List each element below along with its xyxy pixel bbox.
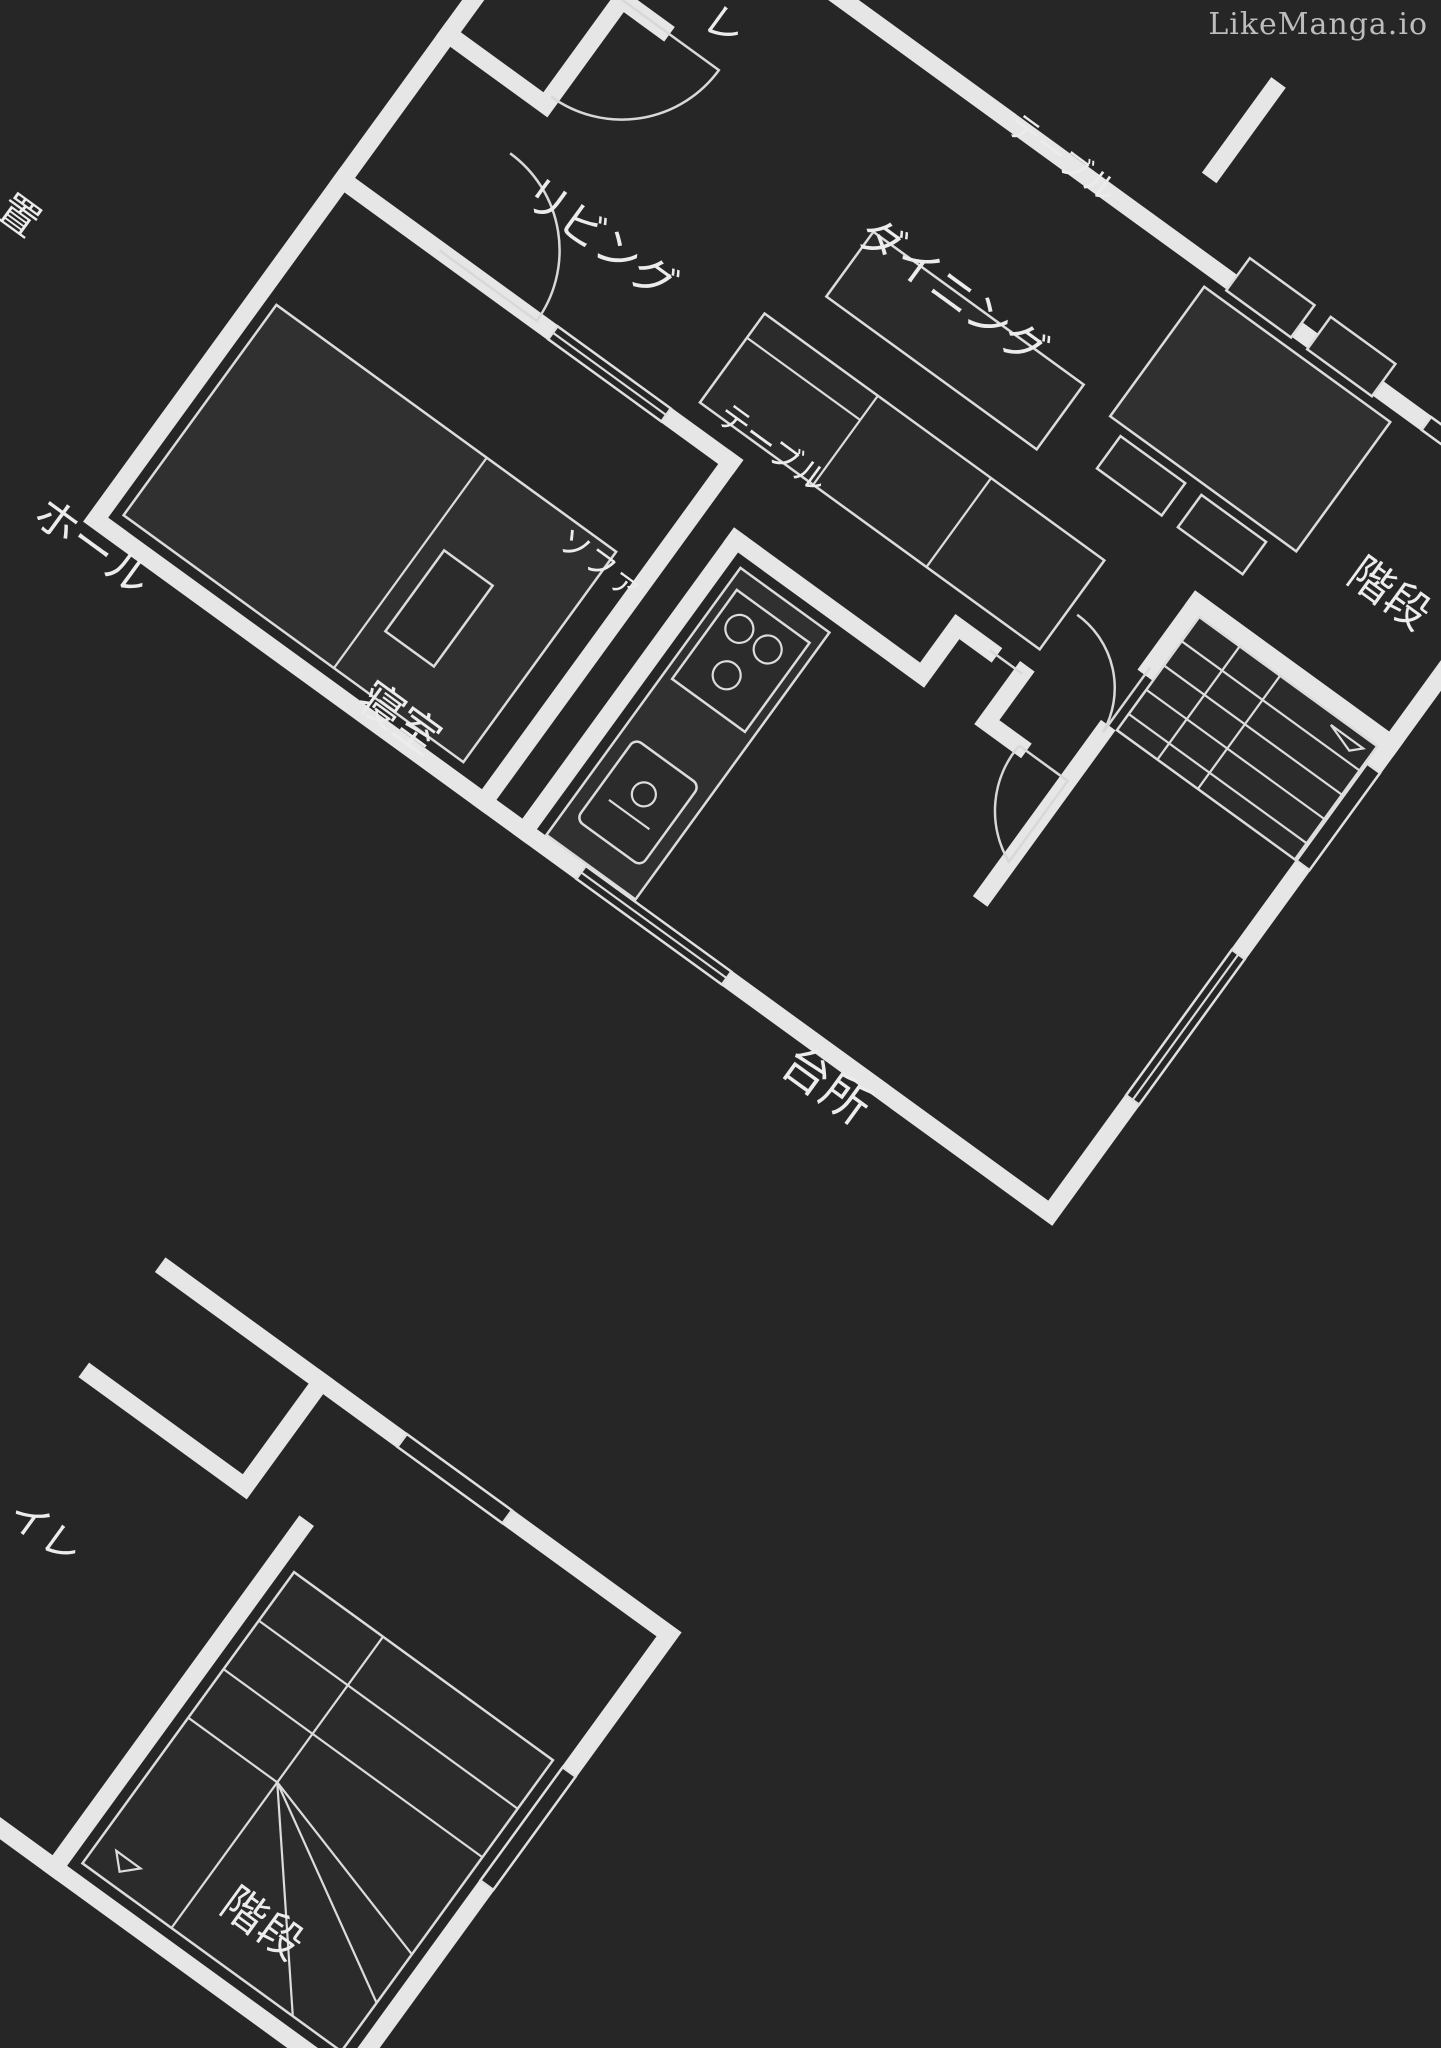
door-kitchen xyxy=(993,744,1070,865)
wall-kitchen-top xyxy=(723,527,1003,688)
wall-kitchen-left xyxy=(511,527,749,844)
wall-hall xyxy=(435,0,675,118)
window-dining xyxy=(1419,415,1441,514)
lower-window-2 xyxy=(478,1765,578,1892)
door-hall xyxy=(988,649,1023,675)
lower-window-1 xyxy=(395,1432,514,1526)
wall-dining-notch xyxy=(1201,77,1286,184)
window-stairs xyxy=(1294,761,1382,872)
wall-hall-corner xyxy=(974,661,1035,759)
lower-wall-stairs xyxy=(41,1515,314,1881)
kitchen-counter xyxy=(544,566,832,902)
wall-bedroom-top-2 xyxy=(653,402,744,475)
label-toilet-partial-bottom: イレ xyxy=(0,1491,91,1575)
label-living: リビング xyxy=(514,168,686,313)
label-storage-partial: 置 xyxy=(0,186,49,247)
door-stairs xyxy=(1076,613,1152,734)
label-table-dining: テーブル xyxy=(1000,106,1124,211)
label-toilet-partial-top: レ xyxy=(694,0,753,57)
living-table xyxy=(824,230,1086,452)
lower-floor-plan xyxy=(0,1257,682,2048)
upper-floor-plan xyxy=(83,0,1441,1226)
wall-stairs-left xyxy=(1137,590,1210,681)
stairs-upper xyxy=(1115,615,1379,862)
stairs-lower xyxy=(80,1570,555,2048)
label-kitchen: 台所 xyxy=(771,1034,882,1136)
wall-stairs-top xyxy=(1184,590,1404,757)
watermark: LikeManga.io xyxy=(1208,7,1428,42)
lower-wall-toilet xyxy=(78,1362,334,1500)
label-stairs-upper: 階段 xyxy=(1339,548,1440,641)
wall-bedroom-right xyxy=(471,449,744,815)
sofa xyxy=(698,311,1107,652)
door-living xyxy=(550,0,721,121)
bed xyxy=(121,303,618,764)
door-bedroom xyxy=(438,152,561,323)
dining-set xyxy=(1095,256,1398,576)
